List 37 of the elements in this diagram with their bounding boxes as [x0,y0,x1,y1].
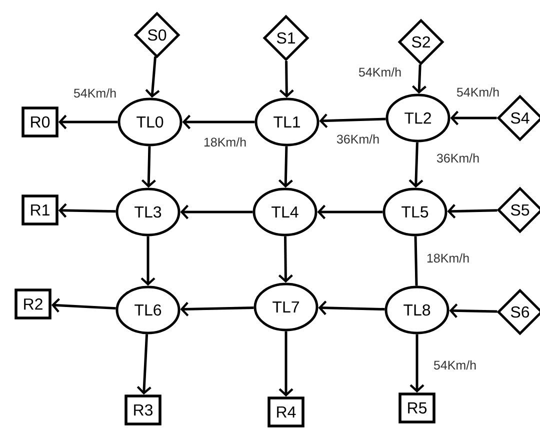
arrow [180,302,254,316]
arrow [136,334,152,395]
arrow [278,146,293,188]
arrow [279,60,294,98]
speed-label: 18Km/h [204,137,246,147]
arrow [180,204,253,220]
speed-label: 54Km/h [74,88,116,98]
arrow [447,204,498,218]
arrow [278,236,293,283]
arrow [51,298,116,313]
arrow [318,300,385,316]
speed-label: 36Km/h [436,153,479,163]
arrow [145,56,160,98]
arrow [140,236,156,286]
arrow [410,334,424,393]
road-exit-box: R5 [398,392,436,424]
arrow [449,304,498,318]
road-exit-box: R3 [124,394,162,426]
arrow [141,146,156,188]
speed-label: 54Km/h [358,67,401,77]
arrow [408,142,424,188]
arrow [58,114,118,130]
arrow [58,203,116,218]
arrow [278,331,294,397]
road-exit-box: R4 [268,396,304,428]
speed-label: 54Km/h [434,360,476,370]
arrow [319,114,386,128]
road-exit-box: R2 [14,288,52,320]
arrow [317,204,383,220]
speed-label: 54Km/h [456,87,499,97]
speed-label: 36Km/h [336,134,379,144]
speed-label: 18Km/h [427,253,469,263]
road-exit-box: R0 [22,106,58,138]
arrow [412,64,426,94]
arrow [182,114,255,130]
arrow [450,110,497,126]
road-exit-box: R1 [22,194,58,226]
